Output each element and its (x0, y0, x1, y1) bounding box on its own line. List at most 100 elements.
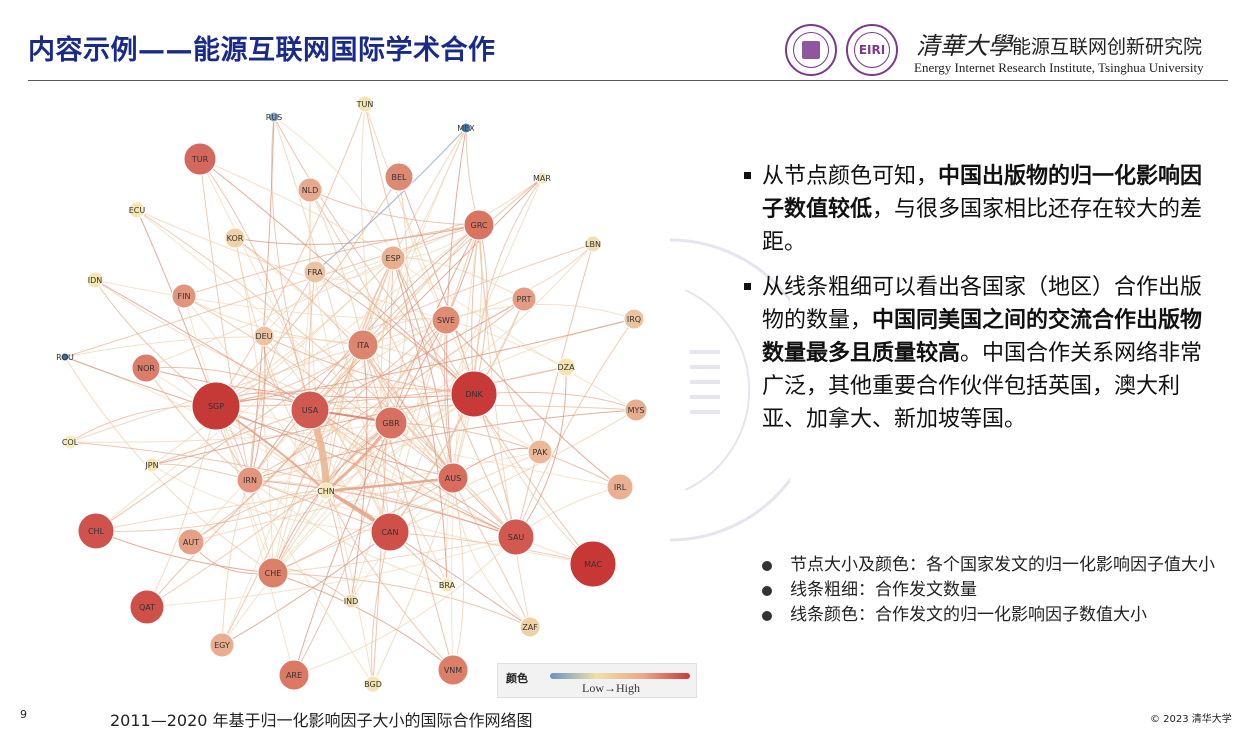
network-nodes: RUSTUNMEXTURBELNLDMARECUKORGRCLBNESPFRAI… (56, 95, 648, 693)
node-circle (374, 406, 408, 440)
node-circle (584, 235, 602, 253)
network-node: MAR (533, 171, 551, 185)
node-circle (535, 171, 549, 185)
network-edge (64, 356, 274, 574)
node-circle (209, 632, 235, 658)
network-node: BRA (439, 577, 456, 593)
network-node: EGY (209, 632, 235, 658)
network-edges (64, 103, 637, 685)
node-label: RUS (266, 113, 283, 122)
node-circle (268, 111, 280, 123)
network-node: ROU (56, 352, 74, 362)
network-node: MYS (624, 398, 648, 422)
legend-label: 颜色 (506, 672, 528, 685)
node-label: QAT (139, 603, 155, 612)
network-edge (314, 271, 391, 533)
node-circle (437, 462, 469, 494)
network-node: BEL (384, 162, 414, 192)
network-edge (215, 405, 274, 574)
network-node: MAC (569, 540, 617, 588)
network-edge (478, 224, 541, 453)
color-legend: 颜色 Low→High (497, 663, 697, 698)
network-node: USA (290, 390, 330, 430)
legend-gradient-bar (550, 673, 690, 679)
node-label: TUN (356, 100, 374, 109)
network-edge (350, 344, 368, 602)
network-edge (263, 257, 394, 337)
node-label: LBN (585, 240, 601, 249)
network-node: ARE (278, 659, 310, 691)
node-circle (60, 352, 70, 362)
network-node: VNM (437, 654, 469, 686)
network-edge (221, 257, 394, 646)
network-edge (249, 335, 266, 481)
network-edge (445, 319, 621, 488)
node-circle (131, 353, 161, 383)
network-edge (473, 177, 543, 395)
network-edge (263, 335, 391, 533)
node-circle (527, 439, 553, 465)
node-label: CHN (317, 487, 335, 496)
network-edge (515, 243, 594, 538)
network-node: JPN (144, 457, 160, 473)
legend-range: Low→High (582, 681, 640, 695)
tsinghua-seal-logo (785, 24, 837, 76)
round-bullet-icon (762, 586, 772, 596)
network-edge (94, 279, 392, 424)
legend-notes: 节点大小及颜色：各个国家发文的归一化影响因子值大小 线条粗细：合作发文数量 线条… (760, 553, 1240, 628)
network-node: ECU (128, 201, 146, 219)
network-edge (309, 177, 543, 411)
network-node: IND (343, 593, 359, 609)
network-edge (190, 224, 480, 543)
network-node: KOR (224, 227, 246, 249)
network-node: ZAF (519, 616, 541, 638)
network-node: COL (62, 434, 79, 450)
page-number: 9 (20, 708, 27, 721)
network-edge (215, 405, 621, 488)
node-circle (253, 325, 275, 347)
finding-bullet: 从线条粗细可以看出各国家（地区）合作出版物的数量，中国同美国之间的交流合作出版物… (742, 271, 1222, 436)
note-item: 节点大小及颜色：各个国家发文的归一化影响因子值大小 (760, 553, 1240, 578)
node-circle (431, 305, 461, 335)
network-node: RUS (266, 111, 283, 123)
copyright: © 2023 清华大学 (1150, 714, 1232, 725)
slide-title: 内容示例——能源互联网国际学术合作 (28, 35, 496, 66)
network-node: DEU (253, 325, 275, 347)
network-edge (371, 531, 391, 685)
node-label: BGD (364, 680, 382, 689)
network-edge (95, 530, 274, 574)
node-circle (183, 142, 217, 176)
node-circle (171, 283, 197, 309)
network-edge (272, 451, 541, 574)
tsinghua-calligraphy: 清華大學 (916, 32, 1012, 60)
network-edge (389, 409, 637, 533)
network-node: SGP (191, 381, 241, 431)
node-label: PAK (532, 448, 548, 457)
node-label: IND (344, 597, 359, 606)
node-circle (384, 162, 414, 192)
node-label: PRT (517, 295, 532, 304)
node-label: JPN (144, 461, 158, 470)
network-node: GBR (374, 406, 408, 440)
node-label: IDN (88, 276, 103, 285)
node-label: MAC (584, 560, 602, 569)
network-node: IDN (86, 271, 104, 289)
node-label: BRA (439, 581, 456, 590)
node-label: IRQ (627, 315, 641, 324)
node-circle (303, 260, 327, 284)
node-circle (569, 540, 617, 588)
node-label: MAR (533, 174, 551, 183)
network-edge (151, 257, 394, 466)
network-edge (392, 257, 448, 586)
network-edge (293, 536, 517, 676)
network-edge (473, 391, 637, 411)
node-circle (129, 589, 165, 625)
network-node: DNK (450, 370, 498, 418)
network-edge (293, 422, 392, 676)
node-label: ZAF (522, 623, 538, 632)
node-label: CHE (265, 569, 282, 578)
network-node: MEX (457, 122, 475, 134)
node-circle (278, 659, 310, 691)
network-node: PRT (511, 286, 537, 312)
network-edge (249, 116, 275, 481)
